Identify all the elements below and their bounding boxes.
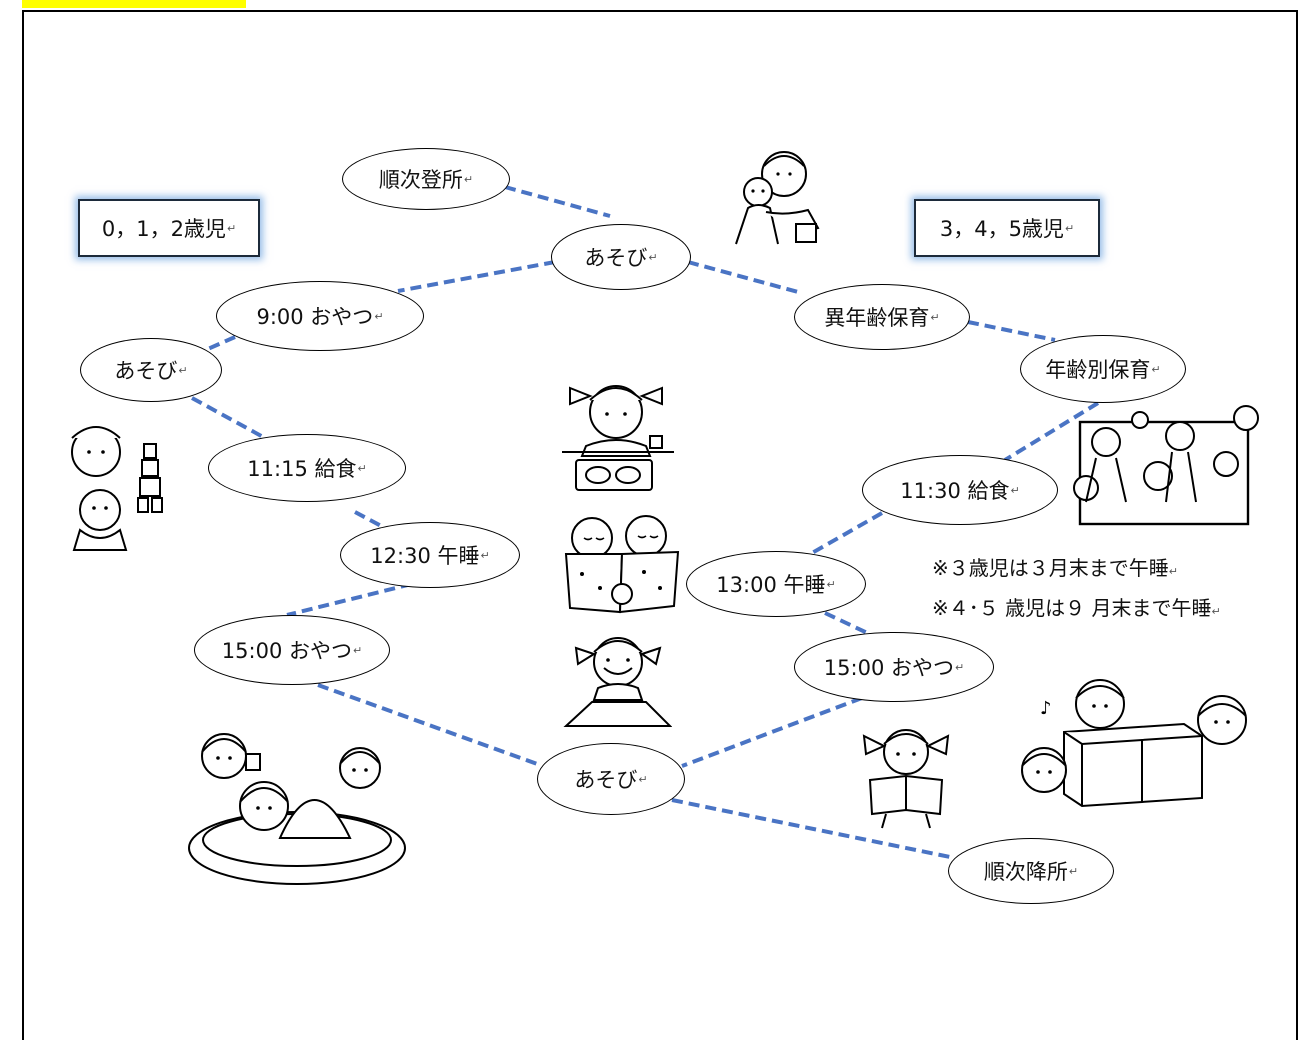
link-play-snack-am	[397, 260, 556, 293]
node-right-nap: 13:00 午睡↵	[686, 551, 866, 617]
children-sandbox-icon	[188, 733, 406, 885]
page-frame	[22, 10, 1298, 1040]
node-left-nap: 12:30 午睡↵	[340, 522, 520, 588]
svg-text:♪: ♪	[1040, 698, 1052, 719]
note-4-5yo: ※４･５ 歳児は９ 月末まで午睡↵	[932, 596, 1221, 620]
child-drawing-icon	[563, 637, 672, 727]
link-play-mixed	[687, 260, 799, 294]
group-label-0-1-2: 0，1，2歳児↵	[78, 199, 260, 257]
link-snack-pm-play	[317, 683, 541, 767]
node-left-lunch: 11:15 給食↵	[208, 434, 406, 502]
child-reading-icon	[862, 729, 950, 829]
link-lunch-nap	[354, 510, 386, 530]
node-right-mixed: 異年齢保育↵	[794, 284, 970, 350]
node-right-snack-pm: 15:00 おやつ↵	[794, 632, 994, 702]
link-snack-play-r	[681, 696, 863, 768]
link-arrival-play	[504, 185, 611, 218]
node-right-lunch: 11:30 給食↵	[862, 455, 1058, 525]
link-age-lunch	[1003, 401, 1100, 462]
link-play-departure	[671, 798, 956, 860]
child-eating-icon	[562, 385, 674, 491]
node-play-top: あそび↵	[551, 224, 691, 290]
children-blocks-icon	[71, 426, 163, 551]
link-mixed-age	[967, 320, 1056, 342]
link-play-lunch	[191, 396, 266, 440]
teacher-child-icon	[735, 151, 820, 245]
children-box-play-icon: ♪	[1021, 679, 1247, 808]
group-label-3-4-5: 3，4，5歳児↵	[914, 199, 1100, 257]
node-left-play: あそび↵	[80, 338, 222, 402]
note-3yo: ※３歳児は３月末まで午睡↵	[932, 556, 1178, 580]
node-left-snack-am: 9:00 おやつ↵	[216, 281, 424, 351]
link-nap-snack-r	[824, 611, 879, 640]
node-left-snack-pm: 15:00 おやつ↵	[194, 615, 390, 685]
node-play-bottom: あそび↵	[537, 743, 685, 815]
node-arrival: 順次登所↵	[342, 148, 510, 210]
children-sleeping-icon	[564, 515, 680, 614]
node-right-age: 年齢別保育↵	[1020, 335, 1186, 403]
node-departure: 順次降所↵	[948, 838, 1114, 904]
highlight-tab	[22, 0, 246, 8]
link-lunch-nap-r	[804, 511, 883, 559]
children-playing-icon	[1073, 405, 1259, 526]
